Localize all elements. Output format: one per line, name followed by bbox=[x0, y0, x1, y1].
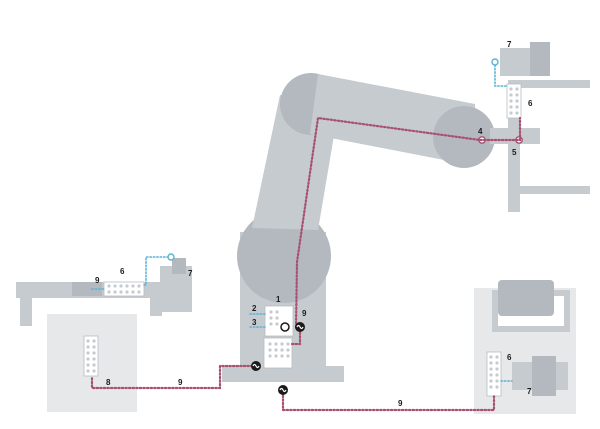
io-module-right bbox=[486, 351, 502, 397]
io-module-cabinet-ports bbox=[86, 339, 96, 373]
wireless-icon-bottom bbox=[278, 385, 288, 395]
io-module-right-ports bbox=[489, 355, 499, 389]
label-9-base: 9 bbox=[302, 309, 307, 318]
cable-base-to-right-station bbox=[281, 390, 496, 412]
label-8: 8 bbox=[106, 378, 111, 387]
cable-base-to-left-station bbox=[90, 364, 258, 390]
io-module-top bbox=[506, 83, 522, 119]
label-3: 3 bbox=[252, 318, 257, 327]
label-9-bottom-cable: 9 bbox=[398, 399, 403, 408]
io-module-left bbox=[103, 281, 145, 297]
label-9-left-cable: 9 bbox=[178, 378, 183, 387]
label-2: 2 bbox=[252, 304, 257, 313]
label-7-left: 7 bbox=[188, 269, 193, 278]
label-1: 1 bbox=[276, 295, 281, 304]
gripper-finger-top bbox=[520, 80, 590, 88]
wireless-icon-base bbox=[295, 322, 305, 332]
cable-base-connector-link bbox=[290, 325, 302, 346]
left-station-actuator-head bbox=[172, 258, 186, 274]
io-module-cabinet bbox=[83, 335, 99, 377]
signal-cables bbox=[90, 64, 522, 412]
io-module-top-ports bbox=[509, 87, 519, 115]
label-6-right: 6 bbox=[507, 353, 512, 362]
label-5: 5 bbox=[512, 148, 517, 157]
label-9-left-station: 9 bbox=[95, 276, 100, 285]
left-station-clamp bbox=[72, 282, 102, 296]
wireless-connectors bbox=[251, 322, 305, 395]
base-io-modules bbox=[263, 305, 294, 369]
left-station-leg-left bbox=[20, 282, 32, 326]
connector-blue-top bbox=[491, 58, 499, 66]
base-io-ring-connector bbox=[280, 322, 290, 332]
cable-top-blue bbox=[494, 64, 508, 87]
label-4: 4 bbox=[478, 127, 483, 136]
robot-base-foot bbox=[222, 366, 344, 382]
connector-blue-left bbox=[167, 253, 175, 261]
right-station-actuator-head bbox=[532, 356, 556, 396]
robot-arm bbox=[222, 73, 495, 382]
right-station bbox=[474, 280, 576, 414]
right-station-monitor bbox=[498, 280, 554, 316]
callout-labels: 1 2 3 9 4 5 6 7 6 7 9 8 9 9 6 7 bbox=[95, 40, 533, 408]
io-module-left-ports bbox=[107, 284, 141, 294]
label-7-right: 7 bbox=[527, 387, 532, 396]
label-7-top: 7 bbox=[507, 40, 512, 49]
left-station bbox=[16, 253, 192, 412]
gripper-actuator-cap bbox=[530, 42, 550, 76]
cable-left-blue bbox=[143, 256, 169, 286]
left-station-leg-right bbox=[150, 282, 162, 316]
label-6-left: 6 bbox=[120, 267, 125, 276]
wireless-icon-left bbox=[251, 361, 261, 371]
cable-arm-to-wrist bbox=[294, 116, 522, 329]
io-module-base-top bbox=[264, 305, 294, 337]
right-gripper-tool bbox=[478, 42, 590, 212]
gripper-finger-bottom bbox=[520, 186, 590, 194]
robot-shoulder-joint bbox=[237, 209, 331, 303]
label-6-top: 6 bbox=[528, 99, 533, 108]
